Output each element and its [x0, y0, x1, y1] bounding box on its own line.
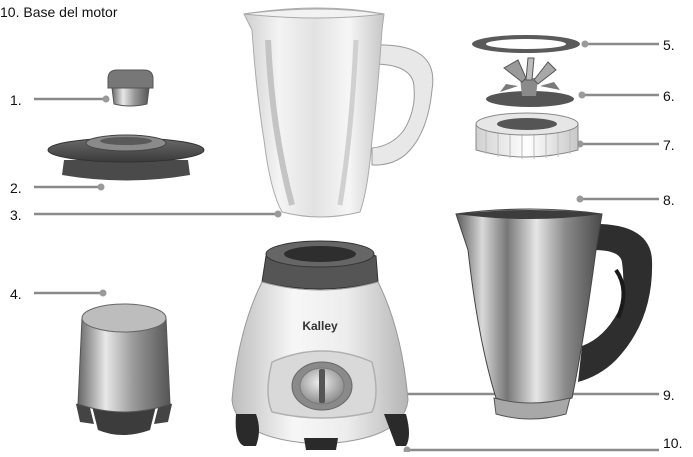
grinder-cup [76, 304, 172, 435]
brand-logo: Kalley [302, 319, 338, 333]
callout-label-3: 3. [10, 207, 22, 223]
callout-label-8: 8. [663, 192, 675, 208]
callout-label-9: 9. [663, 387, 675, 403]
sealing-ring [472, 35, 580, 53]
plastic-jar [244, 8, 433, 217]
jar-lid [48, 135, 204, 181]
callout-label-7: 7. [663, 137, 675, 153]
callout-label-10: 10. [663, 435, 682, 451]
lid-cap [108, 70, 153, 106]
motor-base: Kalley [232, 241, 409, 450]
locking-ring [476, 113, 578, 159]
blade-assembly [486, 58, 574, 107]
callout-label-1: 1. [10, 92, 22, 108]
callout-label-6: 6. [663, 88, 675, 104]
callout-label-5: 5. [663, 37, 675, 53]
callout-label-4: 4. [10, 286, 22, 302]
diagram-caption: 10. Base del motor [0, 4, 118, 20]
steel-jar [456, 209, 652, 419]
callout-label-2: 2. [10, 180, 22, 196]
